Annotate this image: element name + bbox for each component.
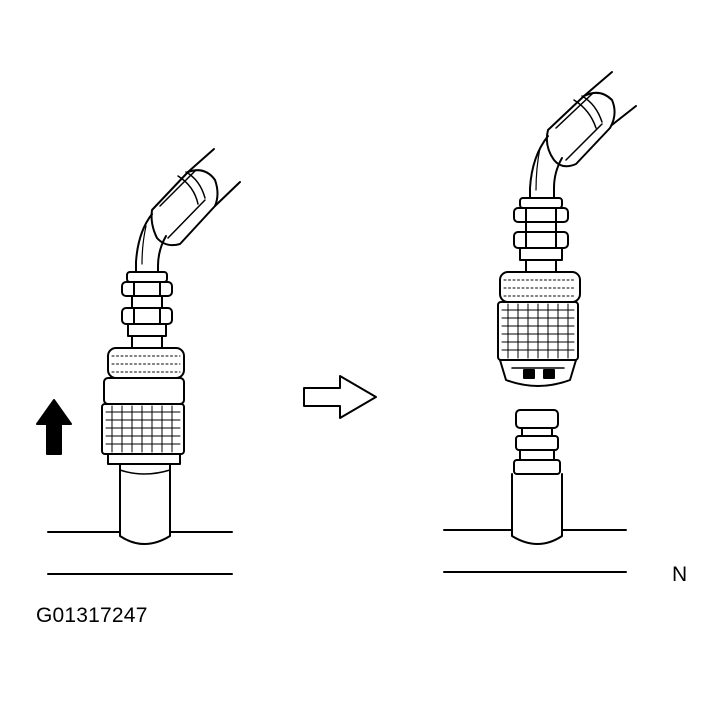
right-hose: [547, 72, 636, 166]
left-service-valve: [120, 464, 170, 544]
right-knurl: [502, 304, 574, 358]
up-arrow-icon: [37, 400, 71, 454]
left-pipe-lines: [48, 532, 232, 574]
right-coupler-body: [498, 272, 580, 386]
right-pipe-lines: [444, 530, 626, 572]
left-knurl: [106, 406, 180, 452]
left-bent-pipe: [136, 214, 166, 272]
left-coupler-body: [102, 348, 184, 464]
right-service-valve: [512, 410, 562, 544]
left-connected-assembly: [37, 149, 240, 574]
left-hose: [152, 149, 240, 245]
right-bent-pipe: [530, 136, 562, 198]
figure-id-label: G01317247: [36, 604, 148, 627]
right-outline-arrow-icon: [304, 376, 376, 418]
left-upper-fitting: [122, 272, 172, 348]
right-disconnected-assembly: [444, 72, 636, 572]
corner-letter-label: N: [672, 563, 688, 586]
right-upper-fitting: [514, 198, 568, 272]
